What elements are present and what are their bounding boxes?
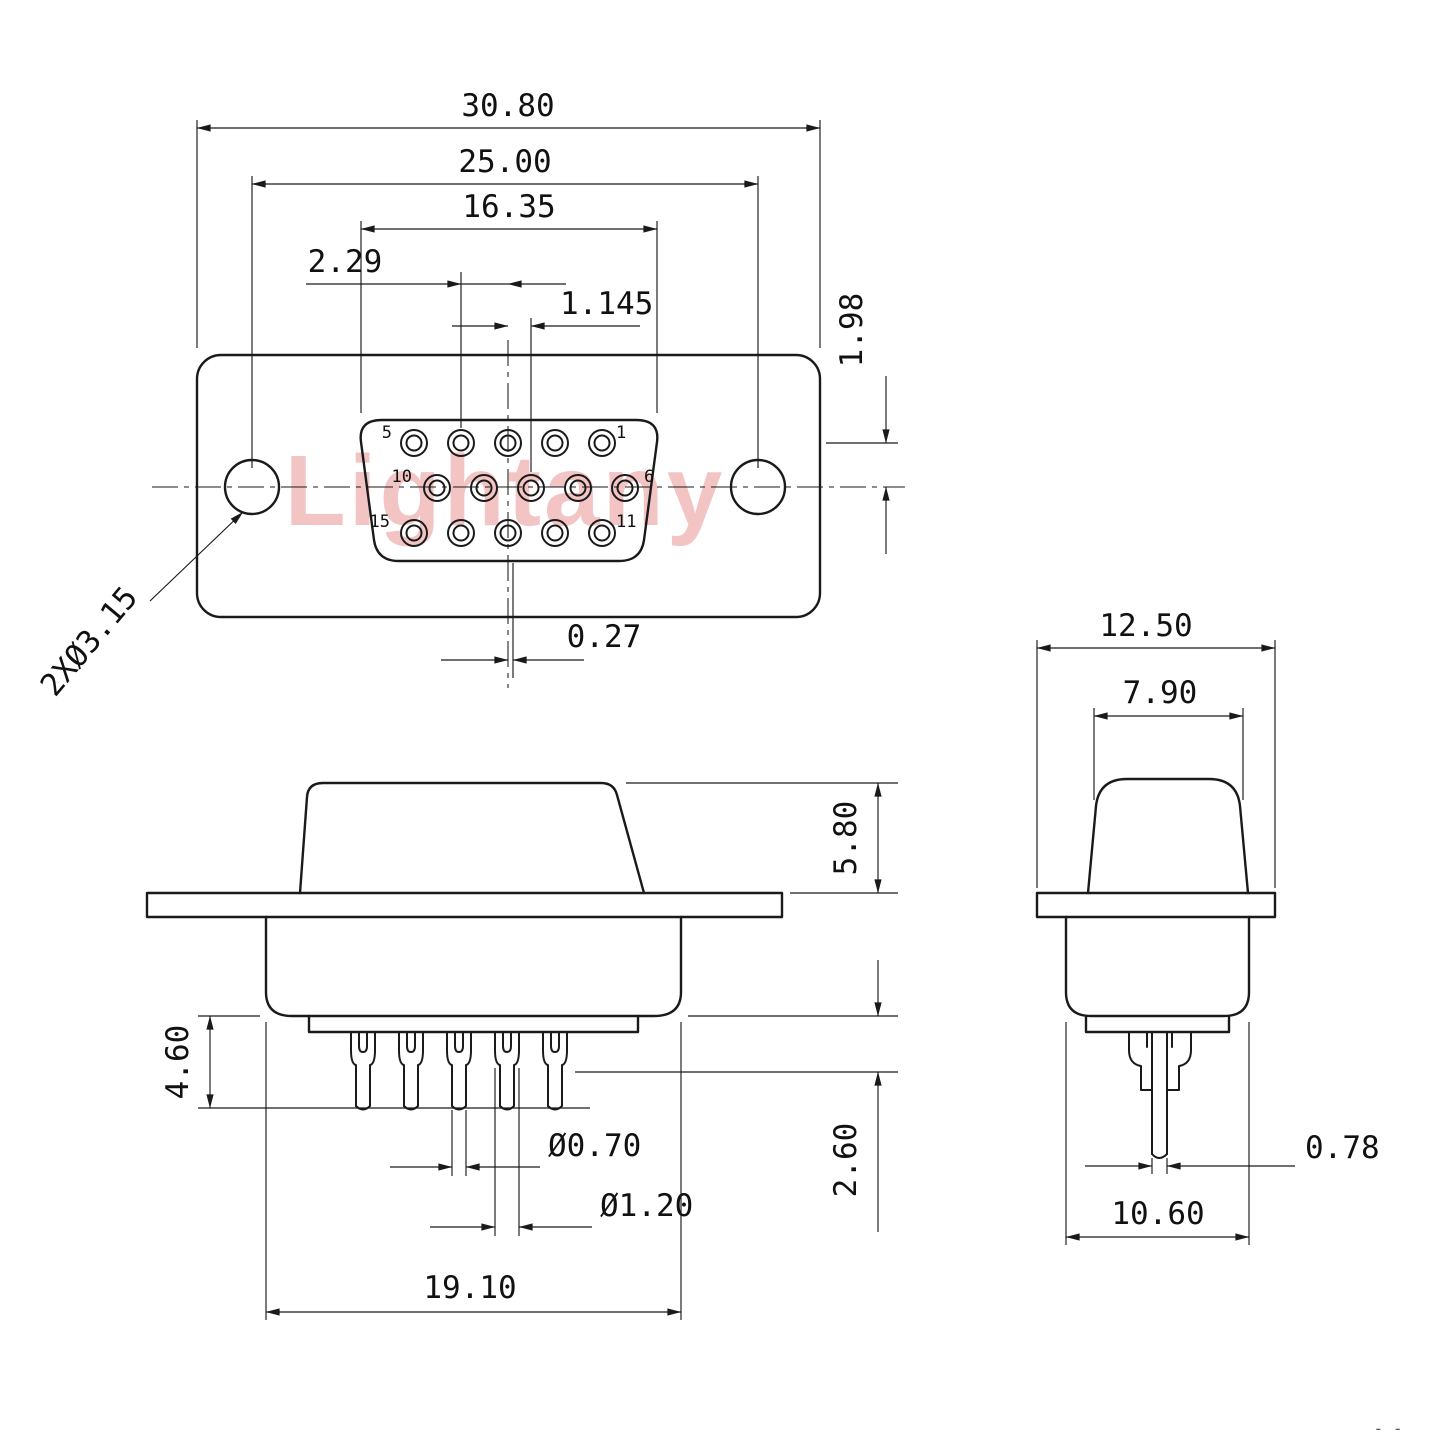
end-pins bbox=[1128, 1031, 1192, 1159]
dim-half-pitch: 1.145 bbox=[452, 286, 653, 472]
dim-label-hole-spacing: 25.00 bbox=[458, 144, 551, 180]
pin-label-15: 15 bbox=[370, 512, 390, 532]
dim-label-cup-diameter: Ø1.20 bbox=[600, 1188, 693, 1224]
end-view: 12.50 7.90 0.78 10.60 bbox=[1035, 608, 1380, 1245]
dim-label-body-width-side: 19.10 bbox=[423, 1270, 516, 1306]
dim-label-half-pitch: 1.145 bbox=[560, 286, 653, 322]
dim-label-overall-width: 30.80 bbox=[461, 88, 554, 124]
dim-cup-diameter: Ø1.20 bbox=[430, 1068, 693, 1236]
side-pins bbox=[350, 1031, 568, 1111]
dim-shell-height: 5.80 bbox=[626, 782, 898, 894]
side-view: 5.80 4.60 2.60 Ø0.70 bbox=[145, 781, 898, 1320]
dim-label-pin-length: 4.60 bbox=[160, 1025, 196, 1100]
dim-body-width-side: 19.10 bbox=[265, 1022, 682, 1320]
pin-label-6: 6 bbox=[644, 467, 654, 487]
d-shell-outline bbox=[359, 418, 659, 563]
dim-label-shell-width: 16.35 bbox=[462, 189, 555, 225]
dim-label-tail-length: 2.60 bbox=[828, 1123, 864, 1198]
dim-label-row-spacing: 1.98 bbox=[834, 293, 870, 368]
dim-shell-width: 16.35 bbox=[360, 189, 658, 413]
pin-label-11: 11 bbox=[616, 512, 636, 532]
side-step bbox=[307, 1014, 640, 1034]
flange-outline bbox=[195, 353, 822, 619]
dim-pin-diameter: Ø0.70 bbox=[390, 1110, 641, 1176]
front-view: 5 1 10 6 15 11 30.80 25.00 16.35 bbox=[34, 88, 905, 703]
dim-pin-length: 4.60 bbox=[160, 1015, 590, 1109]
end-body bbox=[1064, 915, 1251, 1018]
dim-body-width-end: 10.60 bbox=[1065, 1022, 1250, 1245]
dim-label-shell-width-end: 7.90 bbox=[1123, 675, 1198, 711]
dim-tail-length: 2.60 bbox=[575, 960, 898, 1232]
pin-label-1: 1 bbox=[616, 423, 626, 443]
dim-label-shell-height: 5.80 bbox=[828, 801, 864, 876]
dim-overall-width: 30.80 bbox=[196, 88, 821, 348]
dim-label-center-offset: 0.27 bbox=[567, 619, 642, 655]
pin-labels: 5 1 10 6 15 11 bbox=[370, 423, 655, 532]
side-flange bbox=[145, 891, 784, 919]
side-body bbox=[264, 915, 683, 1018]
end-shell-outline bbox=[1086, 777, 1250, 895]
dim-pin-pitch: 2.29 bbox=[306, 244, 566, 428]
pin-label-10: 10 bbox=[392, 467, 412, 487]
dim-label-flange-width-end: 12.50 bbox=[1099, 608, 1192, 644]
dim-label-pin-width-end: 0.78 bbox=[1305, 1130, 1380, 1166]
dim-label-pin-diameter: Ø0.70 bbox=[548, 1128, 641, 1164]
watermark-text: Lightany bbox=[285, 435, 726, 547]
pin-label-5: 5 bbox=[382, 423, 392, 443]
dim-hole-spacing: 25.00 bbox=[251, 144, 759, 468]
dim-center-offset: 0.27 bbox=[441, 563, 641, 678]
dim-flange-width-end: 12.50 bbox=[1036, 608, 1276, 888]
dim-mounting-hole: 2XØ3.15 bbox=[34, 511, 244, 703]
corner-marks: - - bbox=[1374, 1419, 1403, 1438]
dim-label-mounting-hole: 2XØ3.15 bbox=[34, 580, 146, 703]
dim-row-spacing: 1.98 bbox=[826, 293, 898, 554]
end-step bbox=[1084, 1014, 1231, 1034]
dim-pin-width-end: 0.78 bbox=[1085, 1130, 1380, 1174]
centerlines bbox=[152, 340, 905, 688]
dim-label-pin-pitch: 2.29 bbox=[308, 244, 383, 280]
dim-label-body-width-end: 10.60 bbox=[1111, 1196, 1204, 1232]
dim-shell-width-end: 7.90 bbox=[1093, 675, 1244, 800]
end-flange bbox=[1035, 891, 1277, 919]
side-shell-outline bbox=[298, 781, 646, 895]
